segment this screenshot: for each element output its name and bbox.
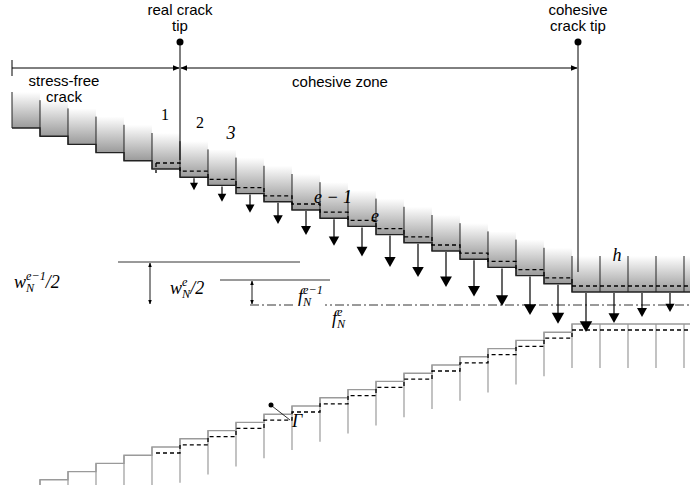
force-head	[580, 321, 593, 332]
cohesive-force	[445, 252, 446, 280]
cohesive-force	[333, 219, 334, 239]
force-head	[468, 286, 480, 297]
element-number: e	[371, 207, 379, 226]
cohesive-force	[249, 195, 250, 206]
cohesive-force	[557, 285, 558, 317]
force-head	[440, 277, 452, 287]
cohesive-force	[361, 227, 362, 249]
region-label: stress-free crack	[19, 73, 109, 105]
force-head	[190, 183, 198, 191]
force-head	[301, 226, 311, 235]
math-symbol: N	[182, 288, 190, 300]
upper-crack-face	[12, 92, 690, 292]
contour-gamma	[156, 163, 690, 453]
cohesive-force	[613, 293, 614, 316]
math-symbol: /2	[46, 272, 60, 292]
cohesive-force	[473, 260, 474, 289]
math-symbol: w	[170, 278, 182, 298]
reference-line	[118, 262, 300, 263]
cohesive-force	[417, 244, 418, 270]
region-label: cohesive zone	[292, 74, 388, 90]
element	[40, 100, 68, 136]
dimension-arrow	[150, 263, 151, 304]
math-symbol: N	[26, 282, 46, 294]
force-head	[218, 194, 227, 202]
math-label: fe−1N	[296, 284, 325, 308]
lower-crack-face	[12, 324, 690, 485]
math-symbol: e	[182, 276, 190, 288]
force-head	[245, 205, 254, 213]
math-symbol: w	[14, 272, 26, 292]
element-outline	[12, 324, 690, 485]
cohesive-force	[277, 203, 278, 217]
contour-line	[156, 163, 690, 286]
cohesive-force	[669, 293, 670, 305]
math-label: weN/2	[168, 276, 206, 300]
element-edge	[12, 92, 13, 128]
leader-line	[272, 406, 290, 420]
element-number: h	[613, 246, 622, 265]
math-symbol: N	[303, 296, 323, 308]
force-head	[609, 313, 620, 323]
cohesive-force	[641, 293, 642, 310]
cohesive-force	[193, 178, 194, 183]
tip-line	[578, 42, 579, 272]
cohesive-force	[501, 268, 502, 299]
force-head	[273, 215, 283, 224]
dimension-arrow	[12, 68, 179, 69]
dimension-arrow	[252, 281, 253, 304]
element	[96, 117, 124, 153]
math-symbol: e−1	[303, 284, 323, 296]
element	[68, 108, 96, 144]
contour-line	[156, 330, 690, 453]
element	[12, 92, 40, 128]
crack-tip-label: cohesive crack tip	[538, 2, 618, 34]
index-stack: e−1N	[26, 270, 46, 294]
force-head	[637, 308, 647, 317]
cohesive-forces	[190, 178, 690, 332]
force-head	[496, 295, 508, 306]
index-stack: eN	[337, 306, 345, 330]
dimension-arrow	[181, 68, 577, 69]
index-stack: e−1N	[303, 284, 323, 308]
element	[124, 125, 152, 161]
reference-line	[220, 280, 330, 281]
math-label: feN	[330, 306, 347, 330]
element-number: 2	[196, 115, 204, 132]
force-head	[412, 267, 424, 277]
index-stack: eN	[182, 276, 190, 300]
cohesive-force	[585, 293, 586, 325]
element-number: e − 1	[314, 188, 352, 207]
math-symbol: f	[332, 308, 337, 328]
math-symbol: f	[298, 286, 303, 306]
math-label: we−1N/2	[12, 270, 62, 294]
math-symbol: N	[337, 318, 345, 330]
math-symbol: e−1	[26, 270, 46, 282]
crack-tip-label: real crack tip	[145, 2, 215, 34]
cohesive-force	[529, 277, 530, 308]
tip-line	[180, 42, 181, 160]
force-head	[357, 247, 368, 257]
cohesive-force	[389, 236, 390, 260]
force-head	[552, 313, 564, 324]
contour-label: Γ	[292, 412, 302, 431]
math-symbol: e	[337, 306, 345, 318]
element-outline	[12, 128, 690, 292]
leader-dot	[269, 403, 274, 408]
contour-line	[155, 163, 156, 173]
force-head	[384, 257, 395, 267]
force-head	[329, 237, 339, 246]
math-symbol: /2	[190, 278, 204, 298]
cohesive-force	[221, 186, 222, 194]
force-head	[524, 304, 536, 315]
element-number: 3	[227, 124, 236, 143]
element-number: 1	[161, 107, 169, 124]
cohesive-force	[305, 211, 306, 228]
